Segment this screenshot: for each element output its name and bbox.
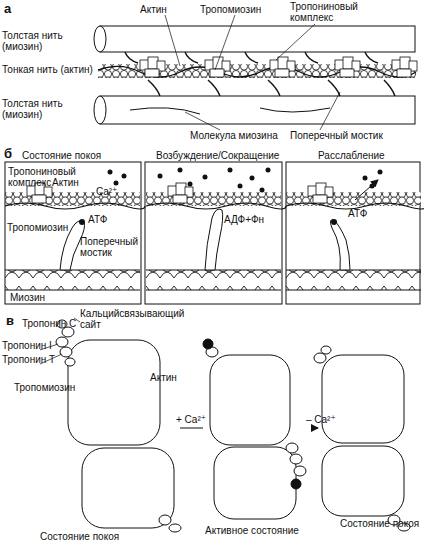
- panel-letter: в: [6, 314, 14, 328]
- part-label: Тропомиозин: [14, 382, 75, 393]
- state-label: Активное состояние: [205, 525, 299, 536]
- state-label: Состояние покоя: [40, 531, 119, 542]
- part-label: Миозин: [10, 292, 45, 303]
- part-label: Тропомиозин: [7, 222, 68, 233]
- state-label: Расслабление: [318, 150, 385, 161]
- state-panels: [5, 162, 424, 304]
- part-label: Тропониновый комплекс: [290, 1, 365, 23]
- filament-label: Толстая нить (миозин): [2, 30, 97, 52]
- part-label: Молекула миозина: [190, 130, 278, 141]
- molecule-label: АДФ+Фн: [224, 214, 264, 225]
- part-label: Поперечный мостик: [80, 236, 138, 258]
- state-label: Возбуждение/Сокращение: [156, 150, 279, 161]
- panel-letter: б: [4, 147, 12, 161]
- part-label: Актин: [52, 177, 79, 188]
- molecule-label: АТФ: [88, 214, 107, 225]
- troponin-panel: [40, 318, 410, 532]
- filament-panel: [94, 15, 417, 130]
- molecule-label: АТФ: [348, 208, 367, 219]
- part-label: Кальцийсвязывающий сайт: [80, 308, 180, 330]
- ion-label: + Ca²⁺: [176, 414, 206, 425]
- filament-label: Толстая нить (миозин): [2, 98, 97, 120]
- part-label: Тропонин С: [22, 318, 76, 329]
- part-label: Тропонин T: [2, 354, 55, 365]
- filament-label: Тонкая нить (актин): [2, 64, 97, 75]
- state-label: Состояние покоя: [340, 518, 420, 529]
- state-label: Состояние покоя: [22, 150, 101, 161]
- ion-label: Ca²⁺: [96, 186, 117, 197]
- part-label: Тропомиозин: [200, 4, 261, 15]
- ion-label: – Ca²⁺: [306, 414, 336, 425]
- panel-letter: а: [4, 2, 11, 16]
- part-label: Тропонин I: [2, 340, 52, 351]
- part-label: Поперечный мостик: [290, 130, 383, 141]
- part-label: Актин: [150, 372, 177, 383]
- part-label: Актин: [140, 4, 167, 15]
